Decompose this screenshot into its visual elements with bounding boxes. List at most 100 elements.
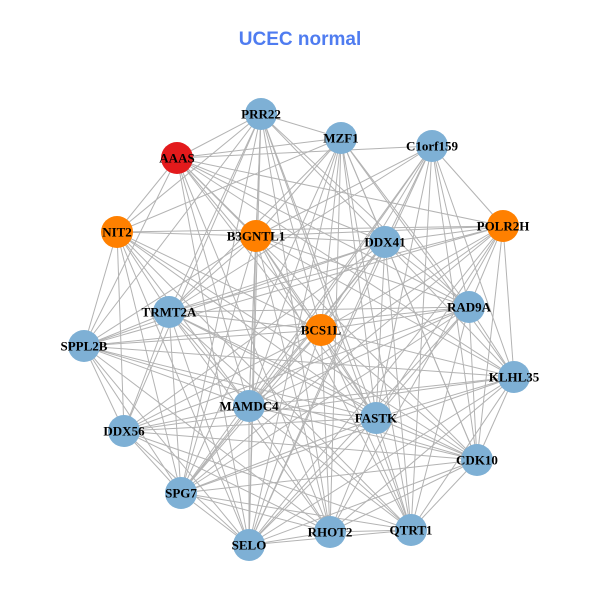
edge-DDX41-FASTK [375, 241, 386, 419]
edge-DDX41-SELO [248, 241, 386, 546]
edge-BCS1L-CDK10 [320, 329, 478, 461]
node-circle[interactable] [369, 226, 401, 258]
node-DDX41[interactable]: DDX41 [364, 226, 406, 258]
node-SPG7[interactable]: SPG7 [165, 477, 197, 509]
node-label: NIT2 [102, 225, 132, 240]
edge-KLHL35-DDX56 [123, 376, 515, 432]
node-label: C1orf159 [406, 139, 458, 154]
edge-MZF1-QTRT1 [340, 137, 412, 531]
edge-MAMDC4-FASTK [248, 405, 377, 419]
node-DDX56[interactable]: DDX56 [103, 415, 145, 447]
node-AAAS[interactable]: AAAS [159, 142, 195, 174]
node-circle[interactable] [161, 142, 193, 174]
node-circle[interactable] [487, 210, 519, 242]
node-label: MAMDC4 [219, 399, 279, 414]
node-label: CDK10 [456, 453, 498, 468]
node-RHOT2[interactable]: RHOT2 [308, 516, 353, 548]
node-circle[interactable] [101, 216, 133, 248]
node-circle[interactable] [325, 122, 357, 154]
node-label: QTRT1 [390, 523, 433, 538]
edge-FASTK-SPG7 [180, 417, 377, 494]
edge-C1orf159-SELO [248, 145, 433, 546]
node-circle[interactable] [165, 477, 197, 509]
node-circle[interactable] [461, 444, 493, 476]
edge-DDX41-CDK10 [384, 241, 478, 461]
edge-KLHL35-FASTK [375, 376, 515, 419]
edge-SPPL2B-FASTK [83, 345, 377, 419]
edge-SPPL2B-RHOT2 [83, 345, 331, 533]
edge-PRR22-SPPL2B [83, 113, 262, 347]
node-circle[interactable] [245, 98, 277, 130]
node-MZF1[interactable]: MZF1 [323, 122, 359, 154]
edge-BCS1L-SPPL2B [83, 329, 322, 347]
node-C1orf159[interactable]: C1orf159 [406, 130, 458, 162]
node-SPPL2B[interactable]: SPPL2B [61, 330, 108, 362]
node-circle[interactable] [233, 529, 265, 561]
node-circle[interactable] [240, 220, 272, 252]
edge-TRMT2A-FASTK [168, 311, 377, 419]
node-CDK10[interactable]: CDK10 [456, 444, 498, 476]
node-NIT2[interactable]: NIT2 [101, 216, 133, 248]
edge-NIT2-CDK10 [116, 231, 478, 461]
node-circle[interactable] [108, 415, 140, 447]
node-label: DDX41 [364, 235, 405, 250]
edge-POLR2H-CDK10 [476, 225, 504, 461]
edge-TRMT2A-DDX56 [123, 311, 170, 432]
edge-B3GNTL1-SPG7 [180, 235, 257, 494]
node-label: SELO [232, 538, 267, 553]
edge-SPPL2B-KLHL35 [83, 345, 515, 378]
node-PRR22[interactable]: PRR22 [241, 98, 281, 130]
edge-MAMDC4-QTRT1 [248, 405, 412, 531]
node-B3GNTL1[interactable]: B3GNTL1 [227, 220, 286, 252]
edge-AAAS-RAD9A [176, 157, 470, 308]
node-circle[interactable] [314, 516, 346, 548]
edge-KLHL35-MAMDC4 [248, 376, 515, 407]
node-circle[interactable] [498, 361, 530, 393]
edge-MAMDC4-CDK10 [248, 405, 478, 461]
edge-RAD9A-SPG7 [180, 306, 470, 494]
node-circle[interactable] [233, 390, 265, 422]
edge-C1orf159-POLR2H [431, 145, 504, 227]
node-FASTK[interactable]: FASTK [355, 402, 398, 434]
node-RAD9A[interactable]: RAD9A [447, 291, 492, 323]
node-MAMDC4[interactable]: MAMDC4 [219, 390, 279, 422]
edge-PRR22-BCS1L [260, 113, 322, 331]
edge-POLR2H-RHOT2 [329, 225, 504, 533]
node-circle[interactable] [395, 514, 427, 546]
node-TRMT2A[interactable]: TRMT2A [142, 296, 198, 328]
node-circle[interactable] [68, 330, 100, 362]
edge-DDX41-SPPL2B [83, 241, 386, 347]
edge-DDX56-QTRT1 [123, 430, 412, 531]
node-circle[interactable] [153, 296, 185, 328]
node-BCS1L[interactable]: BCS1L [301, 314, 342, 346]
edge-DDX41-DDX56 [123, 241, 386, 432]
node-circle[interactable] [360, 402, 392, 434]
edge-AAAS-MAMDC4 [176, 157, 250, 407]
edge-KLHL35-SPG7 [180, 376, 515, 494]
edge-CDK10-SELO [248, 459, 478, 546]
node-POLR2H[interactable]: POLR2H [477, 210, 530, 242]
edge-POLR2H-SPG7 [180, 225, 504, 494]
node-QTRT1[interactable]: QTRT1 [390, 514, 433, 546]
node-label: FASTK [355, 411, 398, 426]
edge-MAMDC4-DDX56 [123, 405, 250, 432]
edge-MZF1-RAD9A [340, 137, 470, 308]
node-circle[interactable] [416, 130, 448, 162]
node-label: POLR2H [477, 219, 530, 234]
edge-C1orf159-SPG7 [180, 145, 433, 494]
node-KLHL35[interactable]: KLHL35 [489, 361, 540, 393]
node-circle[interactable] [305, 314, 337, 346]
edge-C1orf159-B3GNTL1 [255, 145, 433, 237]
node-label: SPG7 [165, 486, 197, 501]
edge-B3GNTL1-SPPL2B [83, 235, 257, 347]
edge-DDX41-POLR2H [384, 225, 504, 243]
node-label: B3GNTL1 [227, 229, 286, 244]
edge-C1orf159-KLHL35 [431, 145, 515, 378]
edge-B3GNTL1-TRMT2A [168, 235, 257, 313]
node-circle[interactable] [453, 291, 485, 323]
edge-NIT2-B3GNTL1 [116, 231, 257, 237]
edge-NIT2-POLR2H [116, 225, 504, 233]
node-SELO[interactable]: SELO [232, 529, 267, 561]
edge-TRMT2A-SPG7 [168, 311, 182, 494]
